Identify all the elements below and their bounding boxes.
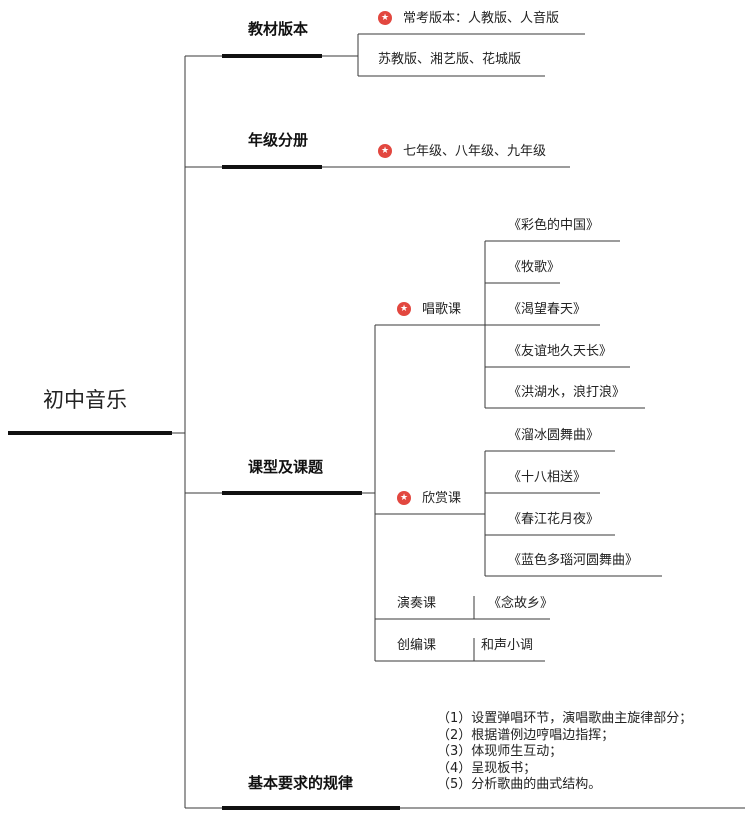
branch-textbook: 教材版本 (248, 20, 309, 38)
requirements-list: （1）设置弹唱环节，演唱歌曲主旋律部分； （2）根据谱例边哼唱边指挥； （3）体… (437, 711, 737, 794)
song-item: 《洪湖水，浪打浪》 (508, 385, 626, 400)
song-item: 《十八相送》 (508, 470, 587, 485)
song-item: 《念故乡》 (488, 596, 554, 611)
requirement-item: （4）呈现板书； (437, 760, 537, 776)
branch-grade: 年级分册 (248, 131, 309, 149)
textbook-item-other: 苏教版、湘艺版、花城版 (378, 52, 522, 67)
lesson-singing: 唱歌课 (422, 302, 462, 317)
star-icon: ★ (397, 302, 411, 316)
star-icon: ★ (378, 11, 392, 25)
song-item: 《春江花月夜》 (508, 512, 600, 527)
requirement-item: （2）根据谱例边哼唱边指挥； (437, 727, 615, 743)
song-item: 《溜冰圆舞曲》 (508, 428, 600, 443)
branch-lessons: 课型及课题 (248, 458, 324, 476)
song-item: 《彩色的中国》 (508, 218, 600, 233)
song-item: 《友谊地久天长》 (508, 344, 613, 359)
textbook-item-common: 常考版本：人教版、人音版 (403, 11, 560, 26)
lesson-performance: 演奏课 (397, 596, 437, 611)
branch-requirements: 基本要求的规律 (248, 774, 354, 792)
root-node: 初中音乐 (43, 388, 127, 412)
lesson-creation: 创编课 (397, 638, 437, 653)
requirement-item: （1）设置弹唱环节，演唱歌曲主旋律部分； (437, 711, 693, 726)
requirement-item: （5）分析歌曲的曲式结构。 (437, 777, 602, 792)
song-item: 和声小调 (481, 638, 534, 653)
requirement-item: （3）体现师生互动； (437, 744, 563, 759)
song-item: 《牧歌》 (508, 260, 561, 275)
song-item: 《渴望春天》 (508, 302, 587, 317)
grade-item: 七年级、八年级、九年级 (403, 144, 547, 159)
star-icon: ★ (397, 491, 411, 505)
lesson-appreciation: 欣赏课 (422, 491, 462, 506)
star-icon: ★ (378, 144, 392, 158)
song-item: 《蓝色多瑙河圆舞曲》 (508, 553, 639, 568)
